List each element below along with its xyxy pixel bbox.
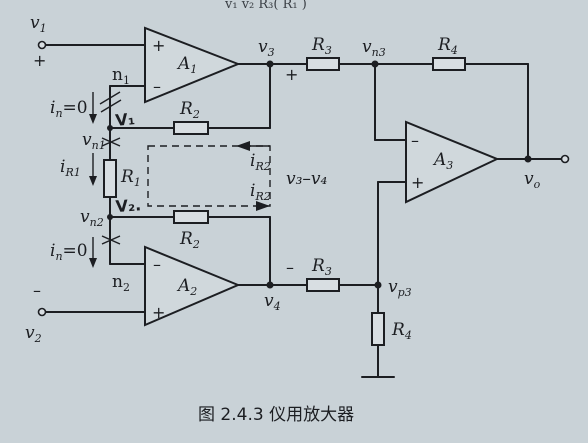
sign-v1-plus: +	[33, 51, 46, 70]
label-v1: v1	[30, 13, 47, 35]
resistors	[103, 57, 466, 346]
nodes	[37, 40, 570, 317]
label-in-bot: in=0	[50, 241, 88, 263]
node-vp3	[374, 281, 382, 289]
op-amps	[144, 26, 500, 327]
label-vo: vo	[524, 169, 541, 191]
opamp-a2	[144, 245, 241, 327]
label-vn3: vn3	[362, 37, 386, 59]
sign-v3-plus: +	[285, 65, 298, 84]
arrow-ir1-head	[89, 176, 97, 186]
opamp-a3	[405, 120, 500, 204]
arrow-ir2-top-head	[236, 141, 250, 151]
label-vn1: vn1	[82, 130, 106, 152]
node-v4	[266, 281, 274, 289]
break-mark-top	[99, 91, 122, 113]
label-v3-minus-v4: v₃–v₄	[286, 169, 328, 189]
top-text-fragment: v₁ v₂ R₃( R₁ )	[224, 0, 307, 12]
sign-v2-minus: –	[33, 281, 41, 300]
label-r3-top: R3	[311, 35, 332, 57]
resistor-r3-bot	[306, 278, 340, 292]
node-vo	[524, 155, 532, 163]
handwritten-v2: V₂.	[115, 195, 142, 216]
dashed-current-paths	[147, 141, 271, 211]
label-v4: v4	[264, 291, 281, 313]
resistor-r2-bot	[173, 210, 209, 224]
label-ir1: iR1	[60, 157, 81, 179]
resistor-r4-bot	[371, 312, 385, 346]
label-v2: v2	[25, 323, 42, 345]
a2-plus-sign: +	[152, 303, 165, 322]
current-arrows	[89, 91, 122, 268]
arrow-in-top-head	[89, 114, 97, 124]
labels: v1 + – v2 + – A1 – + A2 – + A3 v3 + vn3 …	[25, 13, 541, 425]
resistor-r4-top	[432, 57, 466, 71]
label-r2-top: R2	[179, 99, 200, 121]
handwritten-v1: V₁	[114, 109, 135, 130]
label-v3: v3	[258, 37, 275, 59]
arrow-ir2-bot-head	[256, 201, 270, 211]
label-ir2-b: iR2	[250, 181, 271, 203]
label-ir2-a: iR2	[250, 151, 271, 173]
label-r4-top: R4	[437, 35, 458, 57]
terminal-v1	[37, 40, 47, 50]
label-in-top: in=0	[50, 98, 88, 120]
label-vp3: vp3	[388, 277, 412, 299]
label-a2: A2	[176, 276, 197, 298]
label-vn2: vn2	[80, 207, 104, 229]
arrow-in-bot-head	[89, 258, 97, 268]
resistor-r2-top	[173, 121, 209, 135]
wires	[44, 44, 563, 378]
label-n1: n1	[112, 65, 130, 87]
label-a3: A3	[432, 150, 453, 172]
break-mark-vn1	[101, 137, 121, 147]
terminal-vo	[560, 154, 570, 164]
a2-minus-sign: –	[153, 255, 161, 274]
a1-plus-sign: +	[152, 36, 165, 55]
terminal-v2	[37, 307, 47, 317]
break-mark-bot	[101, 235, 121, 245]
label-n2: n2	[112, 272, 130, 294]
figure-caption: 图 2.4.3 仪用放大器	[198, 405, 354, 425]
label-a1: A1	[176, 54, 197, 76]
node-vn2	[107, 214, 113, 220]
resistor-r1	[103, 159, 117, 198]
sign-v4-minus: –	[286, 258, 294, 277]
a3-minus-sign: –	[411, 131, 419, 150]
label-r3-bot: R3	[311, 256, 332, 278]
label-r2-bot: R2	[179, 229, 200, 251]
node-vn1	[107, 125, 113, 131]
a3-plus-sign: +	[411, 173, 424, 192]
node-v3	[266, 60, 274, 68]
label-r1: R1	[120, 167, 141, 189]
resistor-r3-top	[306, 57, 340, 71]
node-vn3	[371, 60, 379, 68]
opamp-a1	[144, 26, 241, 104]
a1-minus-sign: –	[153, 77, 161, 96]
label-r4-bot: R4	[391, 320, 412, 342]
